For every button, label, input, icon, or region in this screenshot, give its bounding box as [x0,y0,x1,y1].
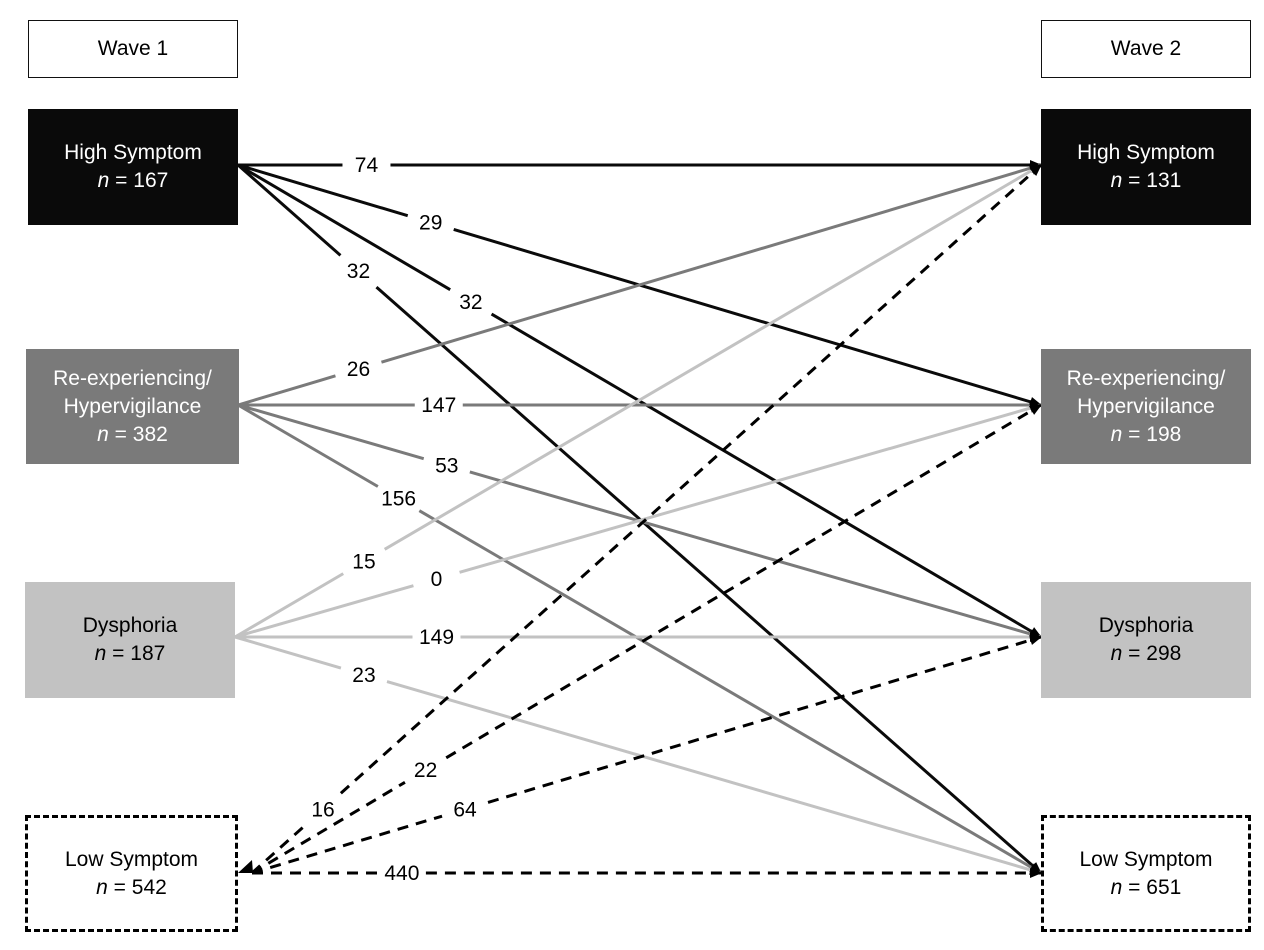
transition-arrow-low-high [339,163,1043,795]
transition-arrow-low-dys [487,635,1042,804]
wave2-low-symptom-node: Low Symptom n = 651 [1041,815,1251,932]
wave1-reexperiencing-node: Re-experiencing/ Hypervigilance n = 382 [26,349,239,464]
node-name: Dysphoria [82,614,178,637]
wave-2-label: Wave 2 [1110,37,1182,60]
transition-count-dys-high: 15 [352,550,375,573]
transition-count-high-reexp: 29 [419,212,442,235]
wave-1-header: Wave 1 [28,20,238,78]
transition-count-reexp-low: 156 [381,488,416,511]
node-name: Low Symptom [1079,847,1213,871]
wave2-high-symptom-node: High Symptom n = 131 [1041,109,1251,225]
transition-arrow-reexp-low [418,509,1042,875]
transition-count-high-low: 32 [347,260,370,283]
transition-arrow-high-reexp [237,163,409,218]
wave1-dysphoria-node: Dysphoria n = 187 [25,582,235,698]
node-name-line2: Hypervigilance [63,394,202,418]
n-symbol: n [1110,642,1123,665]
transition-count-reexp-dys: 53 [435,454,458,477]
transition-arrow-high-dys [490,312,1042,639]
node-count: 542 [131,875,167,899]
node-count: 131 [1146,169,1182,192]
wave1-low-symptom-node: Low Symptom n = 542 [25,815,238,932]
node-count: 298 [1146,642,1182,665]
transition-count-reexp-reexp: 147 [421,394,456,417]
node-count: 187 [130,642,166,665]
wave1-high-symptom-node: High Symptom n = 167 [28,109,238,225]
low-origin-arrowhead-icon [238,860,253,873]
transition-arrow-dys-low [386,680,1042,875]
transition-count-low-reexp: 22 [414,759,437,782]
transition-arrow-low-reexp [251,780,406,875]
transition-arrow-low-dys [251,814,443,875]
n-symbol: n [1110,875,1123,899]
n-symbol: n [1110,169,1123,192]
node-name: High Symptom [1077,141,1215,164]
transition-arrow-high-low [375,285,1042,875]
node-count: 198 [1146,422,1182,446]
node-count: 651 [1146,875,1182,899]
node-count: 167 [133,169,169,192]
node-name-line1: Re-experiencing/ [53,366,212,390]
transition-count-dys-dys: 149 [419,626,454,649]
transition-count-low-high: 16 [311,798,334,821]
node-count: 382 [132,422,168,446]
node-name: Low Symptom [64,847,199,871]
wave2-dysphoria-node: Dysphoria n = 298 [1041,582,1251,698]
transition-arrow-high-dys [237,163,451,292]
n-symbol: n [97,422,109,446]
transition-count-dys-reexp: 0 [431,568,443,591]
transition-arrow-reexp-dys [469,470,1042,639]
node-name-line1: Re-experiencing/ [1066,366,1226,390]
transition-count-reexp-high: 26 [347,358,370,381]
transition-arrow-low-high [250,824,307,875]
transition-count-dys-low: 23 [352,664,375,687]
transition-arrow-dys-reexp [234,584,414,639]
n-symbol: n [94,642,107,665]
node-name: High Symptom [64,141,202,164]
transition-arrow-reexp-high [381,163,1042,364]
transition-arrow-dys-low [234,635,342,670]
transition-count-high-high: 74 [355,154,379,177]
wave2-reexperiencing-node: Re-experiencing/ Hypervigilance n = 198 [1041,349,1251,464]
n-symbol: n [97,169,110,192]
transition-arrow-dys-high [383,163,1042,551]
n-symbol: n [96,875,108,899]
transition-arrow-low-reexp [445,403,1042,760]
node-name-line2: Hypervigilance [1077,394,1215,418]
transition-arrow-high-low [237,163,342,257]
transition-arrow-reexp-low [237,403,379,488]
node-name: Dysphoria [1098,614,1194,637]
transition-count-high-dys: 32 [459,291,482,314]
wave-1-label: Wave 1 [97,37,169,60]
transition-count-low-dys: 64 [453,798,477,821]
transition-arrow-high-reexp [453,228,1042,407]
transition-arrow-dys-high [234,572,345,639]
wave-2-header: Wave 2 [1041,20,1251,78]
transition-arrow-reexp-high [237,374,336,407]
transition-arrow-reexp-dys [237,403,425,461]
n-symbol: n [1110,422,1123,446]
transition-arrow-dys-reexp [459,403,1042,574]
transition-count-low-low: 440 [384,862,419,885]
